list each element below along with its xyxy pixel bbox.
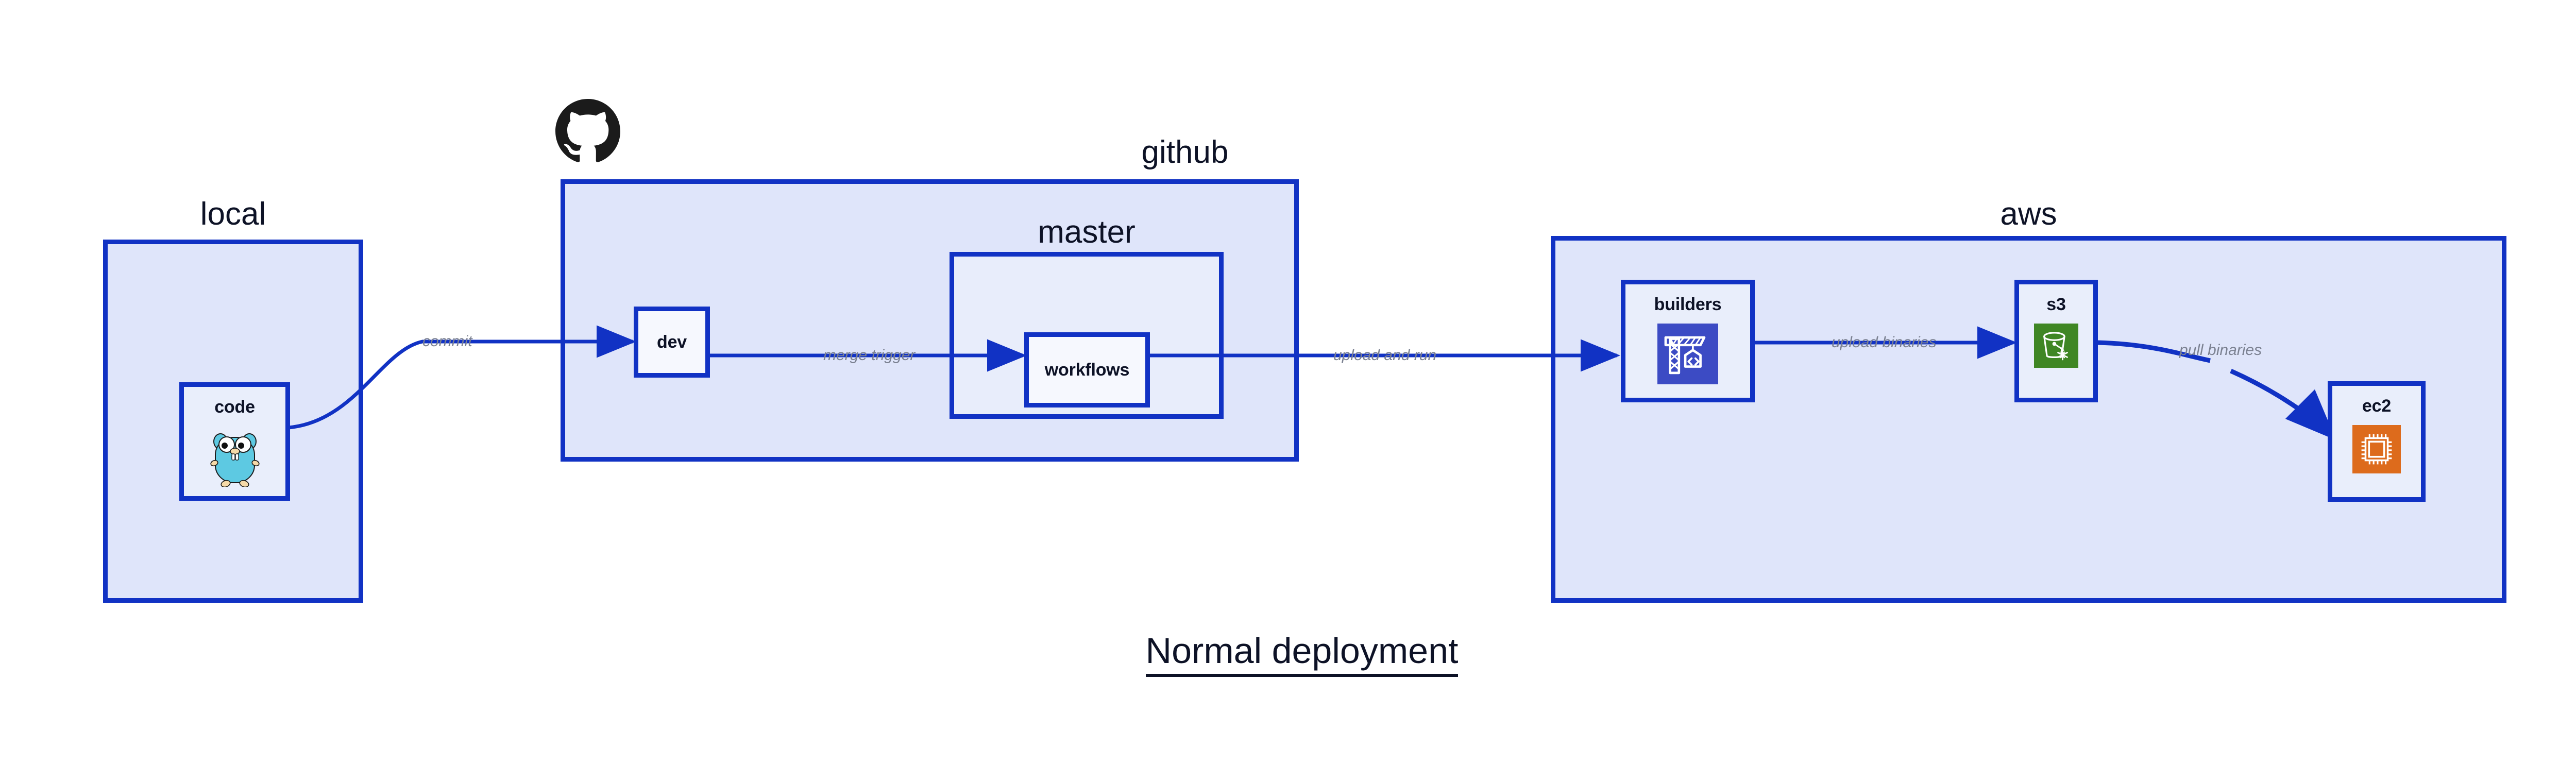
aws-codebuild-crane-icon [1657,324,1718,387]
node-workflows[interactable]: workflows [1024,332,1150,408]
edge-label-commit: commit [422,333,472,350]
node-builders[interactable]: builders [1621,280,1755,402]
edge-label-upload-binaries: upload binaries [1832,334,1937,351]
github-octocat-logo [555,99,620,164]
diagram-title: Normal deployment [0,631,2576,677]
edge-label-merge-trigger: merge trigger [823,347,916,364]
edge-label-upload-and-run: upload and run [1333,347,1437,364]
aws-ec2-chip-icon [2352,425,2401,476]
group-local-label: local [200,196,266,232]
aws-s3-glacier-bucket-icon [2034,324,2078,370]
node-code-title: code [214,397,255,417]
group-master-label: master [1038,214,1136,250]
node-dev-title: dev [657,332,687,352]
node-s3[interactable]: s3 [2014,280,2098,402]
node-ec2[interactable]: ec2 [2328,381,2426,502]
edge-label-pull-binaries: pull binaries [2179,342,2262,359]
group-aws-label: aws [2000,196,2057,232]
node-builders-title: builders [1654,295,1722,314]
group-github-label: github [1141,134,1229,170]
node-dev[interactable]: dev [634,307,710,378]
node-workflows-title: workflows [1044,360,1130,380]
node-ec2-title: ec2 [2362,396,2392,416]
node-code[interactable]: code [179,382,290,501]
go-gopher-icon [208,426,262,489]
node-s3-title: s3 [2046,295,2066,314]
diagram-title-text: Normal deployment [1145,631,1459,677]
